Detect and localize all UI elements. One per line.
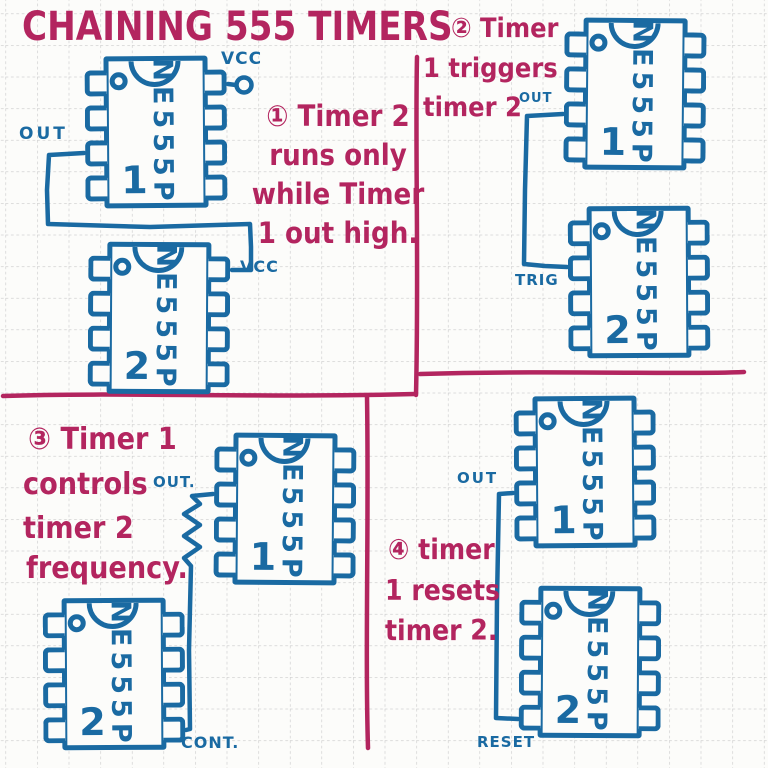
chip-part-number: NE555P — [625, 20, 659, 168]
chip-part-number: NE555P — [581, 588, 613, 736]
chip-part-number: NE555P — [275, 435, 309, 583]
out-label-timer1-panel4: OUT — [457, 469, 499, 487]
chip-part-number: NE555P — [150, 244, 182, 392]
note-line: 1 out high. — [257, 217, 419, 251]
note-panel1: ① Timer 2 runs only while Timer 1 out hi… — [240, 96, 436, 252]
note-line-panel3: timer 2 — [23, 510, 134, 546]
vcc-label-timer1-panel1: VCC — [221, 49, 263, 69]
chip-part-number: NE555P — [105, 600, 137, 748]
ic-ne555p-timer1-panel3: NE555P 1 — [213, 432, 357, 586]
chip-number: 2 — [604, 308, 631, 353]
ic-ne555p-timer2-panel1: NE555P 2 — [87, 241, 231, 395]
note-line-panel4: 1 resets — [385, 575, 501, 608]
ic-ne555p-timer1-panel1: NE555P 1 — [84, 55, 228, 209]
wire-out1-to-reset2-panel4 — [493, 490, 521, 722]
chip-number: 2 — [123, 343, 151, 388]
note-line-panel2: 1 triggers — [423, 52, 558, 84]
panel-divider-vertical-bottom — [364, 393, 371, 751]
chip-number: 2 — [79, 700, 106, 745]
page-title: CHAINING 555 TIMERS — [22, 4, 453, 50]
note-line-panel3: ③ Timer 1 — [28, 421, 177, 457]
note-line-panel3: frequency. — [26, 550, 188, 586]
chip-number: 2 — [554, 687, 582, 732]
out-label-timer1-panel3: OUT. — [153, 473, 196, 491]
panel-divider-vertical-top — [413, 54, 420, 398]
ic-ne555p-timer1-panel4: NE555P 1 — [513, 395, 657, 549]
note-line-panel4: timer 2. — [385, 615, 498, 648]
chip-number: 1 — [249, 534, 277, 579]
cont-label-timer2-panel3: CONT. — [181, 733, 240, 752]
vcc-terminal-circle-panel1 — [234, 75, 254, 95]
chip-number: 1 — [550, 498, 577, 543]
note-line-panel2: timer 2 — [423, 91, 522, 123]
ic-ne555p-timer2-panel3: NE555P 2 — [42, 597, 186, 751]
wire-out1-to-vcc2-panel1 — [44, 150, 254, 273]
chip-number: 1 — [121, 158, 148, 203]
note-line-panel4: ④ timer — [388, 534, 495, 567]
trig-label-timer2-panel2: TRIG — [515, 271, 559, 289]
panel-divider-horizontal-left — [0, 391, 418, 399]
note-line-panel2: ② Timer — [451, 12, 559, 44]
wire-out1-to-trig2-panel2 — [521, 111, 570, 270]
note-line-panel3: controls — [23, 466, 148, 502]
chip-part-number: NE555P — [146, 58, 180, 206]
ic-ne555p-timer2-panel2: NE555P 2 — [567, 205, 711, 359]
note-line: ① Timer 2 — [266, 100, 410, 134]
panel-divider-horizontal-right — [417, 369, 747, 377]
note-line: runs only — [269, 139, 407, 173]
out-label-timer1-panel1: OUT — [19, 124, 68, 144]
note-line: while Timer — [251, 178, 425, 212]
chip-part-number: NE555P — [630, 208, 662, 356]
chip-part-number: NE555P — [575, 398, 609, 546]
out-label-timer1-panel2: OUT — [519, 91, 553, 106]
reset-label-timer2-panel4: RESET — [477, 733, 536, 751]
ic-ne555p-timer2-panel4: NE555P 2 — [518, 585, 662, 739]
vcc-label-timer2-panel1: VCC — [240, 257, 279, 276]
ic-ne555p-timer1-panel2: NE555P 1 — [563, 17, 707, 171]
wire-out1-resistor-to-cont2-panel3 — [181, 491, 216, 733]
chip-number: 1 — [599, 119, 627, 164]
